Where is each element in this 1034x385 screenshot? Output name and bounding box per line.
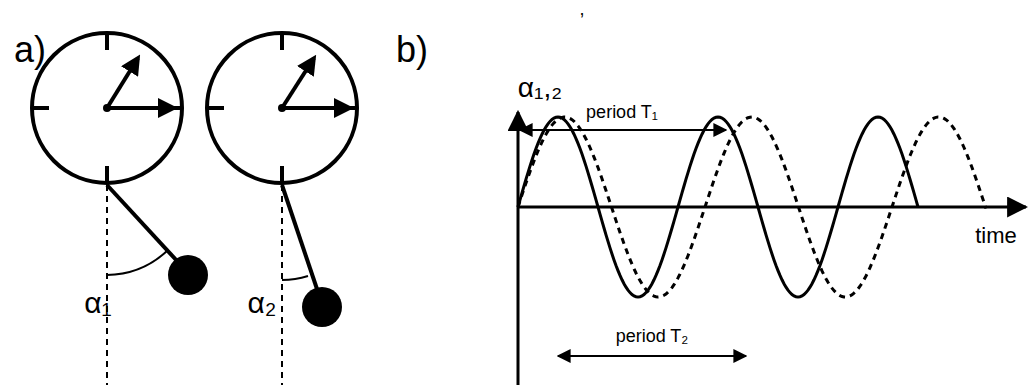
pendulum-rod bbox=[282, 185, 318, 292]
period-arrow bbox=[558, 355, 746, 357]
angle-arc bbox=[107, 250, 168, 275]
angle-label: α₁ bbox=[84, 288, 111, 318]
axis-label: time bbox=[975, 225, 1017, 247]
angle-arc bbox=[282, 276, 308, 280]
y-axis bbox=[517, 112, 520, 385]
panel-label: a) bbox=[14, 32, 46, 68]
clock-hub bbox=[278, 104, 286, 112]
clock-1 bbox=[32, 33, 182, 183]
panel-label: b) bbox=[396, 32, 428, 68]
vertical-reference bbox=[281, 185, 283, 385]
x-axis bbox=[518, 206, 1026, 209]
pendulum-bob bbox=[302, 287, 342, 327]
period-label: period T₁ bbox=[584, 103, 660, 121]
dashed-wave bbox=[518, 117, 986, 297]
vertical-reference bbox=[106, 185, 108, 385]
stray-mark: , bbox=[579, 0, 584, 18]
pendulum-bob bbox=[168, 255, 208, 295]
period-label: period T₂ bbox=[614, 327, 691, 345]
clock-2 bbox=[207, 33, 357, 183]
angle-label: α₂ bbox=[248, 288, 277, 318]
solid-wave bbox=[518, 117, 918, 297]
axis-label: α₁,₂ bbox=[518, 74, 562, 102]
period-arrow bbox=[520, 129, 726, 131]
clock-hub bbox=[103, 104, 111, 112]
